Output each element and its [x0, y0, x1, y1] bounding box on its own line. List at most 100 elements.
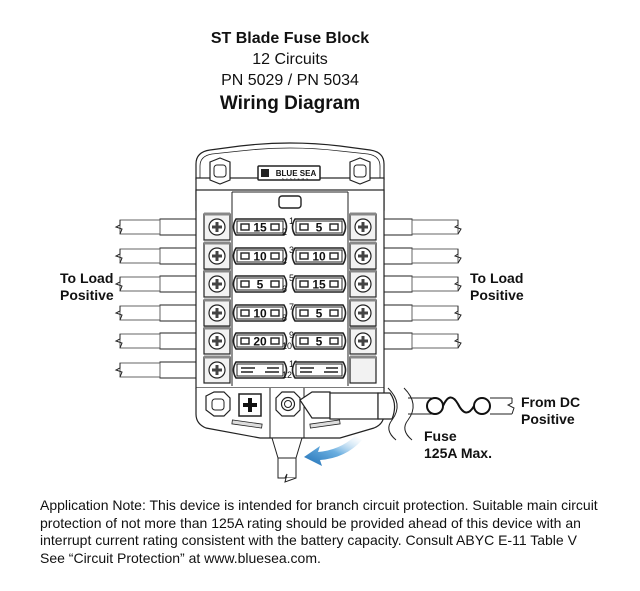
mount-hole-top-right	[349, 157, 371, 185]
wire-break	[114, 220, 123, 235]
fuse-blade-right	[270, 337, 280, 345]
circuit-number: 10	[282, 341, 292, 351]
screw-slot-h	[358, 339, 368, 343]
fuse-rating: 10	[312, 250, 326, 264]
circuit-number: 6	[282, 284, 287, 294]
fuse-outline	[291, 304, 347, 322]
screw-terminal	[349, 241, 377, 270]
screw-slot-h	[212, 311, 222, 315]
fuse-blade-left	[299, 337, 309, 345]
screw-terminal	[203, 298, 231, 327]
wire-insulation	[119, 362, 161, 378]
diagram-title: ST Blade Fuse Block	[210, 30, 370, 47]
cover-latch	[278, 195, 302, 209]
fuse-rating: 10	[253, 250, 267, 264]
fuse-blade-left	[299, 280, 309, 288]
wire-break	[453, 306, 462, 321]
application-note: Application Note: This device is intende…	[40, 497, 630, 567]
screw-slot-h	[212, 254, 222, 258]
circuit-number: 8	[282, 313, 287, 323]
load-wire	[379, 275, 462, 293]
terminal-housing	[349, 356, 377, 384]
wire-break	[114, 306, 123, 321]
inline-fuse-icon	[426, 396, 491, 415]
terminal-housing	[203, 356, 231, 384]
blade-fuse: 52	[282, 218, 347, 237]
wire-ferrule	[379, 304, 413, 322]
part-numbers: PN 5029 / PN 5034	[221, 72, 359, 89]
fuse-blade-right	[270, 309, 280, 317]
load-wire	[379, 332, 462, 350]
screw-slot-h	[358, 225, 368, 229]
wire-ferrule	[159, 332, 201, 350]
screw-terminal	[349, 269, 377, 298]
wire-ferrule	[159, 304, 201, 322]
wire-insulation	[411, 248, 459, 264]
circuit-number: 1	[289, 216, 294, 226]
wire-insulation	[119, 305, 161, 321]
fuse-inner	[295, 306, 343, 320]
fuse-slots: 1515210310455156107582095101112	[232, 216, 347, 380]
wire-insulation	[411, 333, 459, 349]
screw-terminal	[203, 212, 231, 241]
wire-insulation	[411, 219, 459, 235]
empty-slot-contacts	[300, 367, 338, 373]
wire-break	[453, 334, 462, 349]
load-wire	[114, 247, 201, 265]
load-wire	[379, 304, 462, 322]
fuse-inner	[295, 277, 343, 291]
wire-ferrule	[379, 332, 413, 350]
left-load-label-line1: To Load	[60, 270, 114, 286]
fuse-blade-left	[240, 280, 250, 288]
fuse-blade-right	[329, 223, 339, 231]
screw-terminal	[203, 326, 231, 355]
fuse-blade-right	[329, 280, 339, 288]
note-line: interrupt current rating consistent with…	[40, 532, 577, 548]
load-wire	[114, 332, 201, 350]
blade-fuse: 58	[282, 304, 347, 323]
fuse-inner	[236, 363, 284, 377]
load-wire	[114, 304, 201, 322]
fuse-inner	[295, 363, 343, 377]
screw-terminal	[349, 326, 377, 355]
blade-fuse: 12	[282, 361, 347, 380]
empty-slot-contacts	[241, 367, 279, 373]
wire-break	[114, 334, 123, 349]
wire-break	[453, 249, 462, 264]
fuse-blade-left	[299, 252, 309, 260]
negative-mount-hole	[205, 391, 231, 417]
fuse-rating: 15	[253, 221, 267, 235]
dc-input-cable	[299, 387, 434, 441]
right-load-label: To Load Positive	[470, 270, 524, 304]
fuse-outline	[291, 361, 347, 379]
fuse-label: Fuse 125A Max.	[424, 428, 492, 462]
title-block: ST Blade Fuse Block 12 Circuits PN 5029 …	[0, 28, 580, 117]
right-load-label-line1: To Load	[470, 270, 524, 286]
fuse-inner	[295, 249, 343, 263]
circuit-number: 4	[282, 256, 287, 266]
fuse-inner	[236, 334, 284, 348]
dc-positive-wire	[490, 397, 515, 415]
screw-slot-h	[212, 225, 222, 229]
circuit-count: 12 Circuits	[252, 51, 328, 68]
circuit-number: 7	[289, 302, 294, 312]
screw-slot-h	[212, 339, 222, 343]
fuse-blade-right	[329, 252, 339, 260]
from-dc-label: From DC Positive	[521, 394, 580, 428]
fuse-inner	[236, 249, 284, 263]
wire-ferrule	[379, 218, 413, 236]
blade-fuse: 15 1	[232, 216, 294, 236]
load-wire	[114, 218, 201, 236]
fuse-blade-left	[240, 337, 250, 345]
fuse-outline	[232, 361, 288, 379]
fuse-blade-right	[329, 309, 339, 317]
screw-slot-h	[212, 368, 222, 372]
fuse-blade-left	[240, 223, 250, 231]
screw-slot-h	[358, 311, 368, 315]
fuse-inner	[295, 334, 343, 348]
diagram-subtitle: Wiring Diagram	[219, 93, 361, 114]
screw-slot-h	[212, 282, 222, 286]
screw-terminal	[203, 355, 231, 384]
